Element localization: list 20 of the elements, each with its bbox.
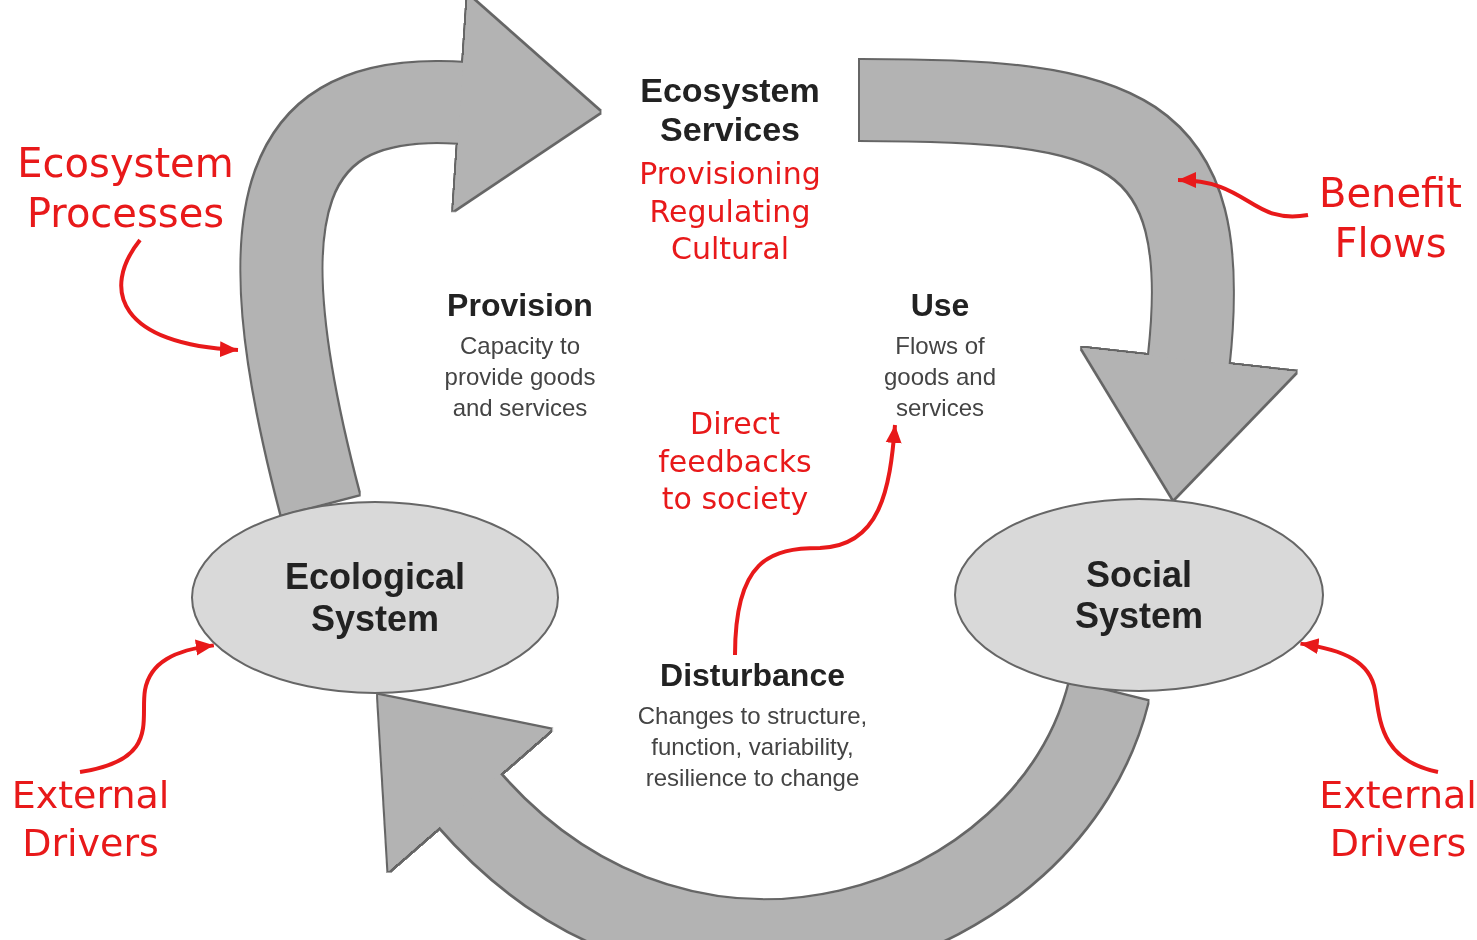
node-description: Capacity to provide goods and services	[443, 330, 597, 423]
node-description: Flows of goods and services	[882, 330, 998, 423]
node-title: Disturbance	[660, 656, 845, 694]
service-types: Provisioning Regulating Cultural	[638, 155, 822, 268]
node-label: Ecological System	[283, 556, 467, 639]
node-title: Ecosystem Services	[639, 71, 821, 150]
annotation-text: Ecosystem Processes	[8, 135, 243, 240]
curved-arrow	[79, 639, 215, 774]
curved-arrow	[119, 238, 239, 357]
curved-arrow	[1177, 172, 1309, 219]
node-label: Social System	[1073, 553, 1205, 637]
annotation-text: External Drivers	[8, 772, 173, 867]
curved-arrow	[733, 424, 902, 656]
node-title: Provision	[447, 286, 593, 324]
node-description: Changes to structure, function, variability, resilience to change	[636, 700, 869, 793]
node-title: Use	[910, 286, 970, 324]
annotation-text: Benefit Flows	[1308, 165, 1473, 270]
block-arrow	[241, 0, 601, 514]
annotation-text: External Drivers	[1318, 772, 1477, 867]
curved-arrow	[1300, 638, 1439, 774]
